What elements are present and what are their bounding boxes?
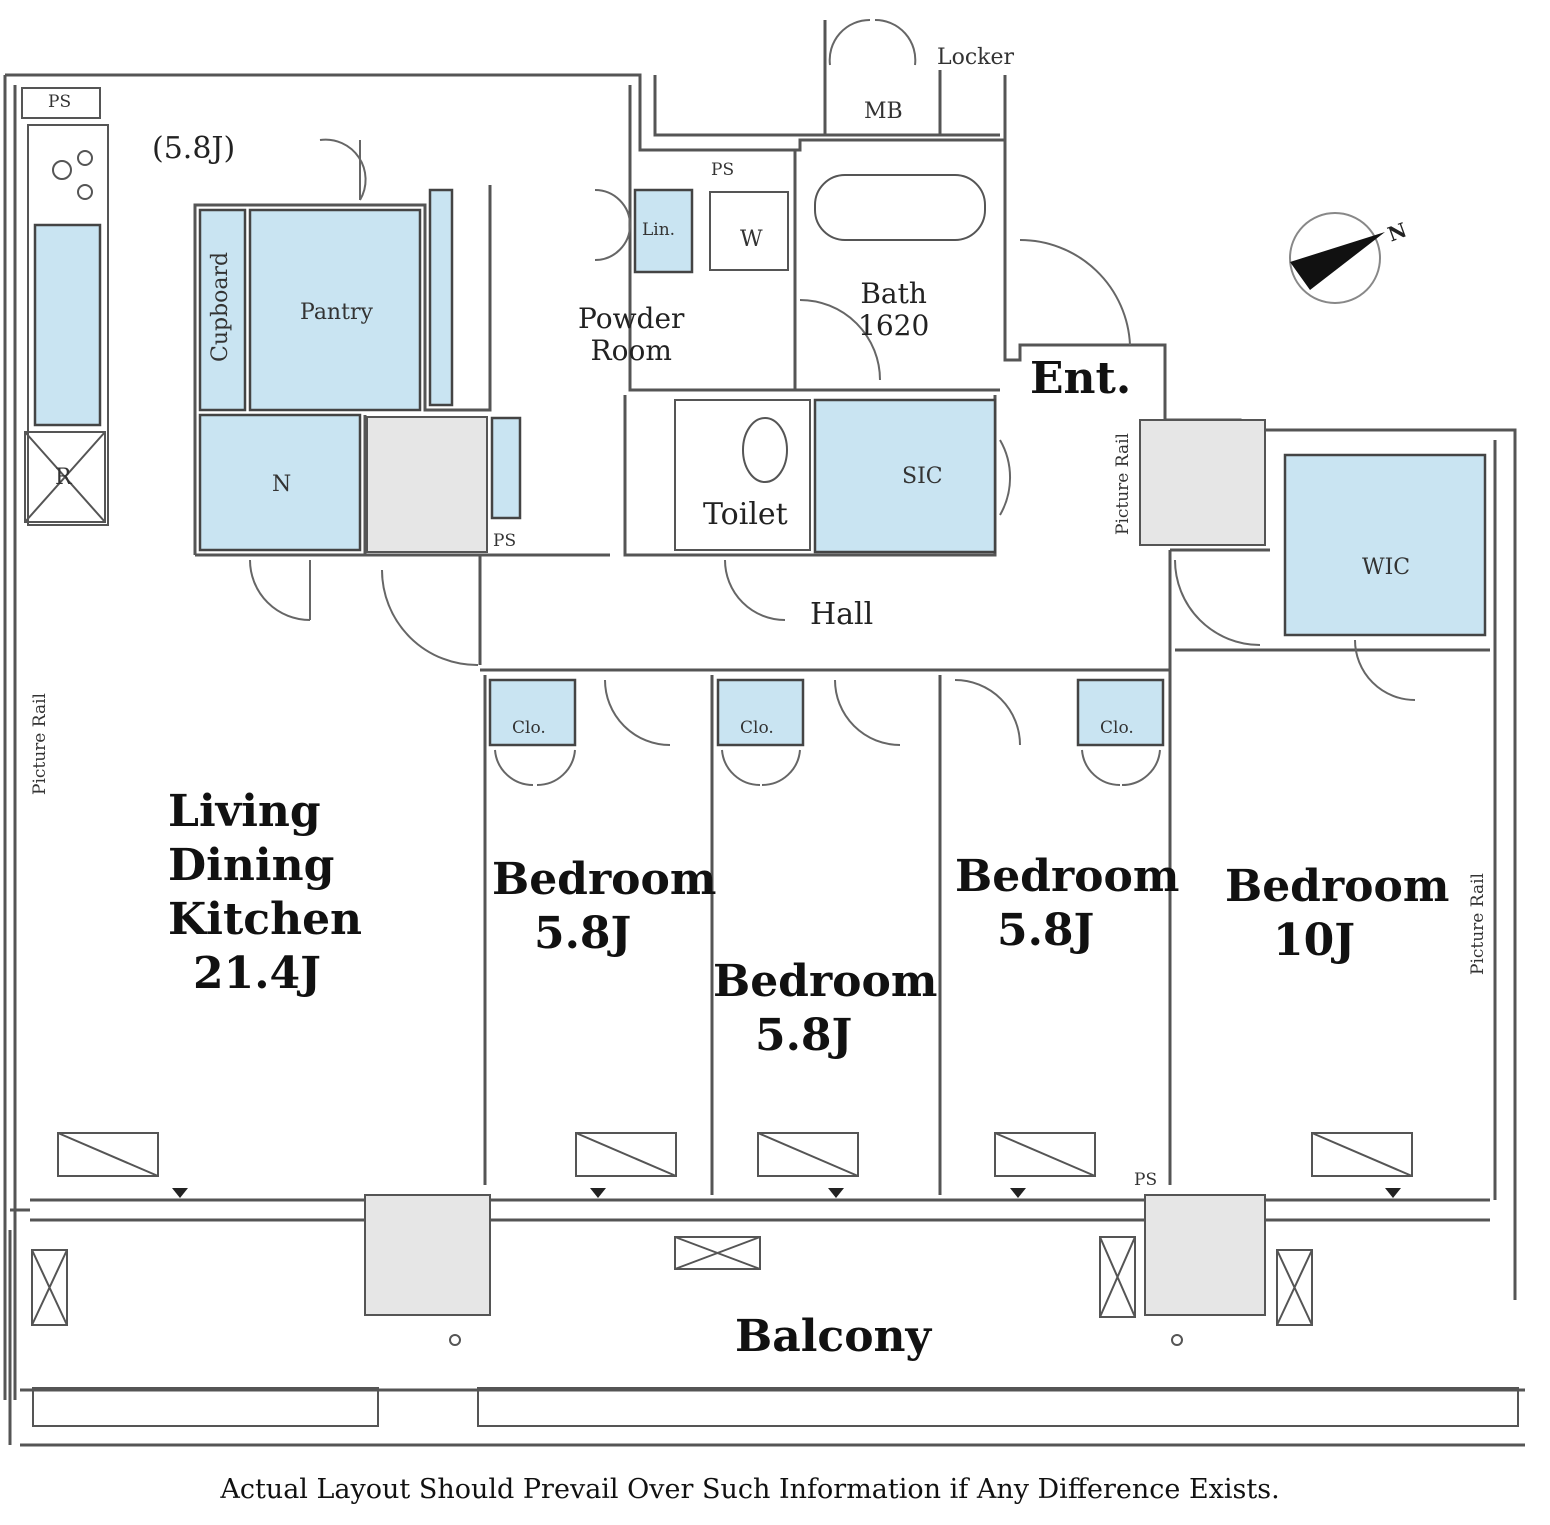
n-block <box>198 413 362 552</box>
pantry-size-label: (5.8J) <box>152 131 236 166</box>
sic-block <box>813 398 997 554</box>
drain <box>449 1334 461 1346</box>
bath-label: Bath 1620 <box>858 278 929 342</box>
mb-label: MB <box>864 99 903 124</box>
bedroom2-name: Bedroom <box>713 956 938 1007</box>
linen-label: Lin. <box>642 220 676 240</box>
pantry-block <box>248 208 422 412</box>
bedroom1-label: Bedroom 5.8J <box>492 853 716 961</box>
pantry-shelf <box>428 188 454 407</box>
disclaimer-text: Actual Layout Should Prevail Over Such I… <box>220 1474 1280 1505</box>
ps-label-powder: PS <box>711 160 735 180</box>
ldk-size: 21.4J <box>193 948 321 999</box>
bedroom1-name: Bedroom <box>492 854 717 905</box>
column-1 <box>364 1194 491 1316</box>
cupboard-block <box>198 208 247 412</box>
refrigerator-label: R <box>55 465 72 490</box>
wic-label: WIC <box>1362 555 1411 580</box>
storage-grey <box>366 416 488 553</box>
burner <box>77 150 93 166</box>
washer-box <box>709 191 789 271</box>
closet-label-3: Clo. <box>1100 718 1134 738</box>
door-swings <box>249 18 1416 787</box>
closet-2 <box>716 678 805 747</box>
hall-label: Hall <box>810 597 874 632</box>
ps-box <box>21 87 101 119</box>
window-line <box>10 1198 1490 1222</box>
toilet-bowl <box>742 417 788 483</box>
ldk-line1: Living <box>168 786 321 837</box>
n-label: N <box>272 472 292 497</box>
locker-label: Locker <box>937 45 1015 70</box>
balcony-railing <box>32 1387 1519 1427</box>
bedroom3-label: Bedroom 5.8J <box>955 850 1179 958</box>
bedroom-walls <box>483 440 1497 1200</box>
bedroom4-size: 10J <box>1273 915 1356 966</box>
bath-line1: Bath <box>860 277 927 310</box>
balcony-label: Balcony <box>735 1311 932 1362</box>
bedroom3-name: Bedroom <box>955 851 1180 902</box>
closet-1 <box>488 678 577 747</box>
closet-3 <box>1076 678 1165 747</box>
bedroom4-name: Bedroom <box>1225 861 1450 912</box>
toilet-label: Toilet <box>703 497 788 532</box>
burner <box>52 160 72 180</box>
bedroom1-size: 5.8J <box>534 908 632 959</box>
bedroom4-label: Bedroom 10J <box>1225 860 1449 968</box>
pantry-wall <box>193 185 610 665</box>
washer-label: W <box>740 227 763 252</box>
bathtub <box>814 174 986 241</box>
linen-block <box>633 188 694 274</box>
entrance-label: Ent. <box>1030 353 1132 404</box>
refrigerator-box <box>24 431 106 523</box>
bath-line2: 1620 <box>858 309 930 342</box>
refrigerator-cross <box>24 431 106 523</box>
closet-label-2: Clo. <box>740 718 774 738</box>
sic-label: SIC <box>902 464 943 489</box>
balcony-edge <box>8 1230 1525 1447</box>
ldk-line3: Kitchen <box>168 894 363 945</box>
wic-block <box>1283 453 1487 637</box>
bedroom2-label: Bedroom 5.8J <box>713 955 937 1063</box>
pantry-label: Pantry <box>300 300 373 325</box>
picture-rail-label-left: Picture Rail <box>30 693 50 795</box>
sink-block <box>33 223 102 427</box>
column-2 <box>1144 1194 1266 1316</box>
picture-rail-label-hall: Picture Rail <box>1113 433 1133 535</box>
kitchen-counter <box>27 124 109 526</box>
ps-label-storage: PS <box>493 531 517 551</box>
cupboard-label: Cupboard <box>208 251 233 362</box>
toilet-box <box>674 399 811 551</box>
ldk-label: Living Dining Kitchen 21.4J <box>168 785 362 1001</box>
ldk-line2: Dining <box>168 840 335 891</box>
column-3 <box>1139 419 1266 546</box>
ps-label-balcony: PS <box>1134 1170 1158 1190</box>
bedroom3-size: 5.8J <box>997 905 1095 956</box>
closet-label-1: Clo. <box>512 718 546 738</box>
outer-wall <box>3 73 1517 1400</box>
burner <box>77 184 93 200</box>
picture-rail-label-right: Picture Rail <box>1468 873 1488 975</box>
drain <box>1171 1334 1183 1346</box>
service-block <box>653 20 1000 137</box>
powder-room-line2: Room <box>590 334 672 367</box>
compass-icon <box>1289 212 1385 304</box>
ps-label-kitchen: PS <box>48 92 72 112</box>
ac-units <box>57 1132 1413 1177</box>
powder-room-label: Powder Room <box>578 303 684 367</box>
bedroom2-size: 5.8J <box>755 1010 853 1061</box>
outdoor-units <box>31 1236 1313 1326</box>
window-markers <box>172 1188 1401 1198</box>
linen-small <box>490 416 522 520</box>
powder-room-line1: Powder <box>578 302 685 335</box>
